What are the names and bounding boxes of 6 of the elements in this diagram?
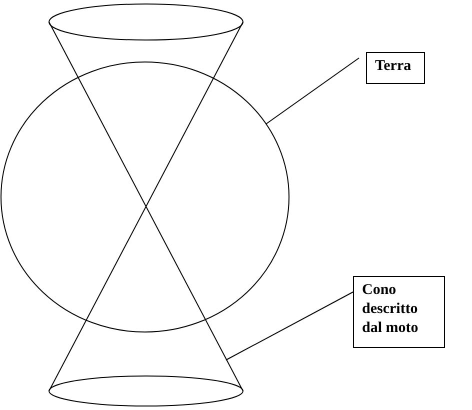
double-cone-drawing [48,4,244,406]
label-box: Cono descritto dal moto [353,276,445,348]
earth-ellipse [0,62,290,332]
leader-line [266,58,360,124]
label-box: Terra [366,52,425,84]
leader-line [226,292,354,360]
